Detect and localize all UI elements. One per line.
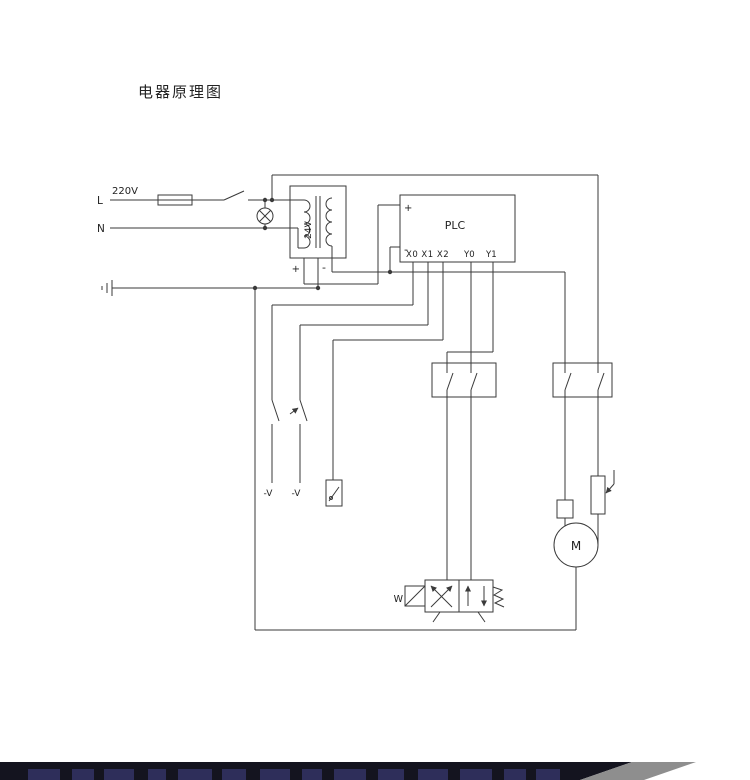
return-spring-icon bbox=[492, 586, 505, 608]
relay-contact-box-right bbox=[552, 362, 613, 398]
solenoid-valve bbox=[404, 579, 505, 623]
motor bbox=[553, 522, 599, 568]
line-l-label: L bbox=[97, 195, 103, 207]
valve-solenoid-label: W bbox=[394, 594, 404, 605]
plc-y0-label: Y0 bbox=[463, 250, 475, 260]
motor-circle bbox=[553, 522, 599, 568]
footer-accent-wedge bbox=[580, 762, 696, 780]
transformer-plus-label: + bbox=[292, 264, 300, 275]
plc-label: PLC bbox=[445, 219, 466, 232]
plc-minus-label: - bbox=[404, 243, 408, 256]
junction-dots bbox=[252, 197, 393, 291]
voltage-220v-label: 220V bbox=[112, 186, 138, 197]
transformer-voltage-label: 24V bbox=[304, 220, 314, 238]
sensor-box bbox=[325, 479, 343, 507]
indicator-lamp bbox=[256, 207, 274, 225]
actuator-arrow-icon bbox=[289, 407, 299, 415]
limit-switch-1 bbox=[271, 399, 280, 422]
flow-arrow-icon bbox=[430, 585, 453, 608]
footer-banner bbox=[0, 762, 696, 780]
motor-terminal-block bbox=[556, 499, 574, 519]
ground-symbol bbox=[101, 280, 113, 296]
primary-winding bbox=[303, 199, 311, 249]
wiper-arrow-icon bbox=[605, 483, 615, 494]
plc-box bbox=[399, 194, 516, 263]
line-n-label: N bbox=[97, 223, 105, 235]
power-switch bbox=[223, 190, 245, 201]
secondary-winding bbox=[325, 197, 333, 247]
wires bbox=[110, 174, 599, 631]
plc-y1-label: Y1 bbox=[485, 250, 497, 260]
motor-label: M bbox=[571, 539, 581, 553]
transformer-minus-label: - bbox=[322, 261, 326, 274]
schematic-svg: 电器原理图 L 220V N 24V + - PLC + - X0 X1 X2 … bbox=[97, 84, 615, 631]
diagram-title: 电器原理图 bbox=[138, 84, 223, 101]
plc-input-terminals-label: X0 X1 X2 bbox=[406, 250, 449, 260]
relay-contact-box-left bbox=[431, 362, 497, 398]
minus-v-label-1: -V bbox=[264, 489, 274, 499]
transformer bbox=[289, 185, 347, 259]
minus-v-label-2: -V bbox=[292, 489, 302, 499]
solenoid-coil bbox=[404, 585, 426, 607]
potentiometer bbox=[590, 470, 615, 515]
plc-plus-label: + bbox=[404, 203, 412, 214]
fuse bbox=[157, 194, 193, 206]
limit-switch-2 bbox=[289, 399, 308, 422]
